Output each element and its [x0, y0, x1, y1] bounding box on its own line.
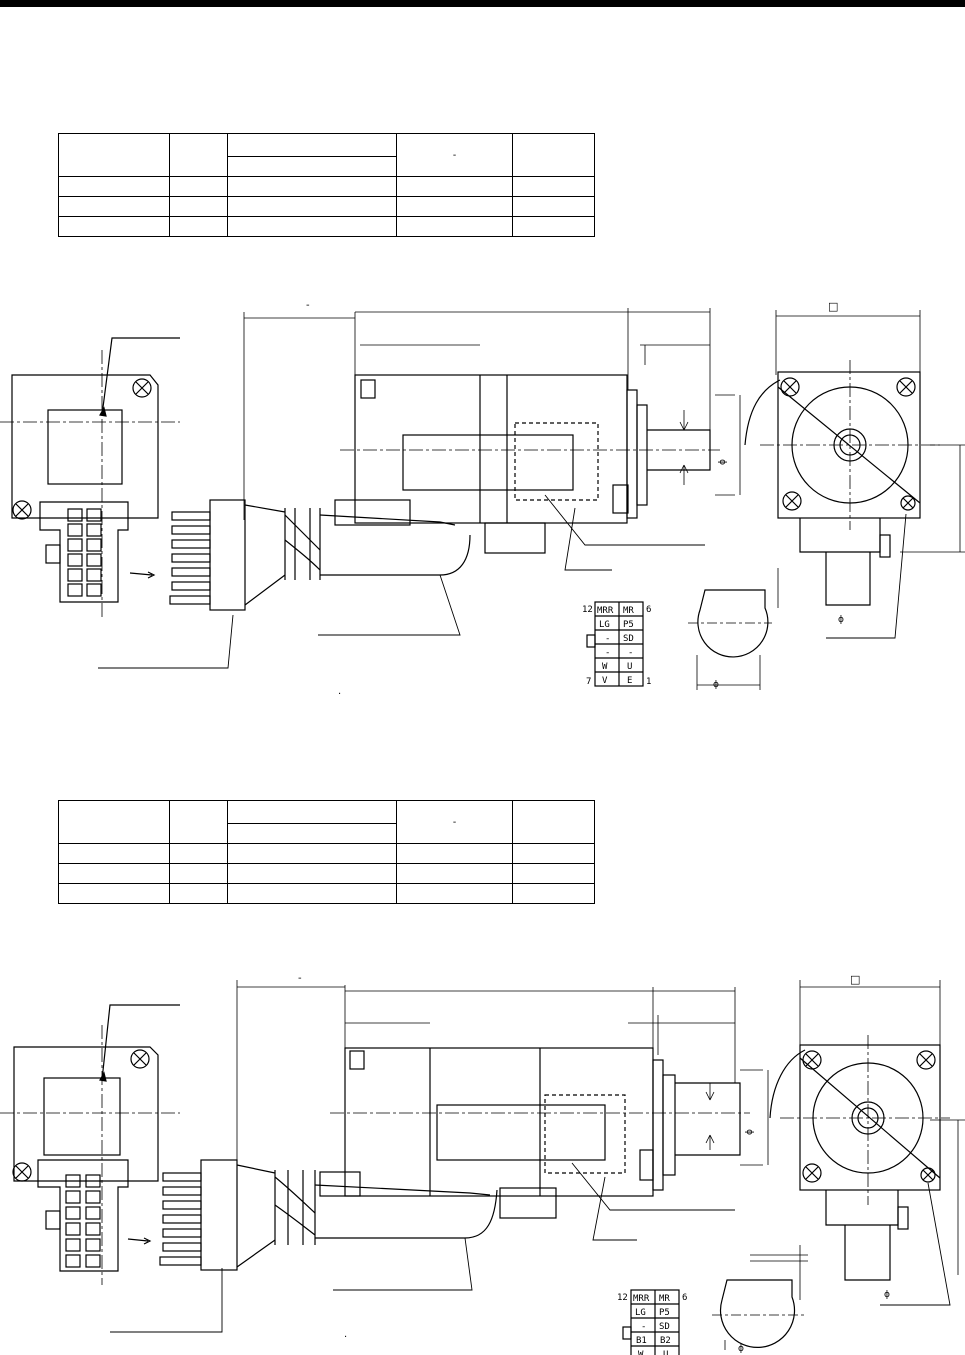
shaft-section-view [712, 1245, 808, 1350]
motor-drawing-top: 12 6 7 1 MRR MR LG P5 - SD - - W U V E □… [0, 300, 965, 697]
dimension-mark: . [344, 1329, 347, 1340]
table-row [58, 883, 595, 904]
pin-label: E [627, 676, 632, 686]
shaft-section-view [688, 568, 779, 690]
table-cell [227, 133, 397, 157]
table-cell [512, 800, 595, 844]
pin-label: U [663, 1350, 668, 1355]
square-symbol: □ [828, 300, 838, 313]
table-row [58, 216, 595, 237]
pin-label: - [605, 648, 610, 658]
table-cell [227, 156, 397, 177]
pin-label: U [627, 662, 632, 672]
table-cell [169, 133, 228, 177]
dimension-mark: . [338, 686, 341, 697]
phi-symbol: ϕ [884, 1290, 890, 1300]
connector-end-view [0, 1004, 180, 1285]
pin-number-12: 12 [582, 605, 593, 615]
pin-number-1: 1 [646, 677, 651, 687]
dimension-mark: - [306, 300, 310, 311]
motor-side-view [159, 1047, 750, 1271]
pin-label: B1 [636, 1336, 647, 1346]
pin-number-6: 6 [682, 1293, 687, 1303]
dimension-lines [236, 980, 965, 1275]
table-cell [227, 800, 397, 824]
table-row [58, 176, 595, 197]
pin-label: MR [659, 1294, 670, 1304]
table-row [58, 196, 595, 217]
pin-label: SD [623, 634, 634, 644]
pin-number-7: 7 [586, 677, 591, 687]
table-mark: - [452, 816, 457, 828]
leader-lines [110, 1162, 951, 1333]
connector-pin-grid [67, 508, 102, 597]
flange-end-view [769, 1035, 950, 1281]
table-cell: - [396, 133, 513, 177]
pin-label: MR [623, 606, 634, 616]
pin-label: P5 [623, 620, 634, 630]
pin-label: SD [659, 1322, 670, 1332]
motor-side-view [169, 374, 720, 611]
table-cell [169, 800, 228, 844]
table-cell: - [396, 800, 513, 844]
pin-label: MRR [633, 1294, 650, 1304]
pin-label: V [602, 676, 608, 686]
pin-label: - [641, 1322, 646, 1332]
pin-label: MRR [597, 606, 614, 616]
motor-drawing-bottom: 12 6 7 1 MRR MR LG P5 - SD B1 B2 W U V E… [0, 973, 965, 1355]
dimension-lines [243, 308, 965, 553]
table-cell [227, 823, 397, 844]
phi-symbol: ϕ [713, 680, 719, 690]
table-cell [512, 133, 595, 177]
spec-table-top: - [58, 133, 595, 237]
pin-label: W [602, 662, 608, 672]
phi-symbol: ϕ [718, 459, 728, 465]
table-cell [58, 800, 170, 844]
table-row [58, 843, 595, 864]
connector-pin-grid [65, 1174, 101, 1268]
connector-end-view [0, 337, 180, 620]
pin-label: LG [599, 620, 610, 630]
table-cell [58, 133, 170, 177]
pin-label: - [628, 648, 633, 658]
phi-symbol: ϕ [745, 1129, 755, 1135]
table-row [58, 863, 595, 884]
leader-lines [98, 494, 907, 669]
pinout-table-top [586, 601, 644, 687]
pin-number-6: 6 [646, 605, 651, 615]
spec-table-bottom: - [58, 800, 595, 904]
pinout-table-bottom [622, 1289, 680, 1355]
square-symbol: □ [850, 973, 860, 986]
pin-label: B2 [660, 1336, 671, 1346]
pin-label: P5 [659, 1308, 670, 1318]
pin-number-12: 12 [617, 1293, 628, 1303]
pin-label: W [638, 1350, 644, 1355]
phi-symbol: ϕ [738, 1344, 744, 1354]
page-header-bar [0, 0, 965, 7]
flange-end-view [744, 360, 940, 606]
pin-label: - [605, 634, 610, 644]
phi-symbol: ϕ [838, 615, 844, 625]
pin-label: LG [635, 1308, 646, 1318]
dimension-mark: - [298, 973, 302, 984]
table-mark: - [452, 149, 457, 161]
